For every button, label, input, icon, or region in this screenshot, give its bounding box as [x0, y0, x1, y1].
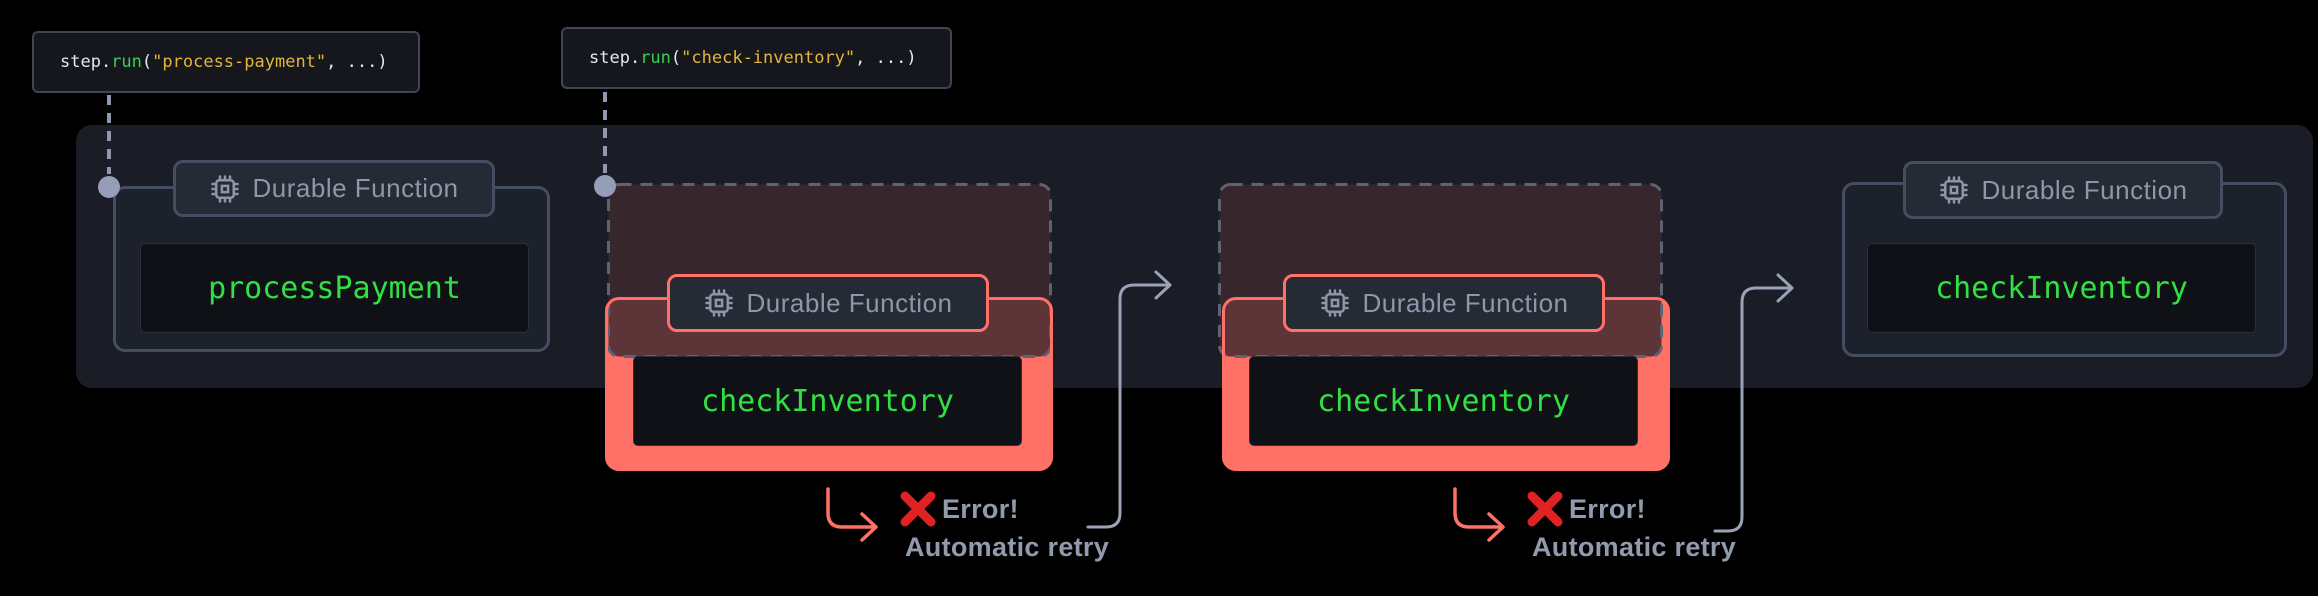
function-name: processPayment: [208, 270, 461, 306]
code-token: , ...): [855, 48, 917, 68]
error-label-1: Error!: [942, 494, 1019, 524]
cpu-chip-icon: [704, 289, 733, 317]
code-token: , ...): [326, 52, 388, 72]
badge-label: Durable Function: [1362, 287, 1569, 318]
error-arrow-2: [1453, 487, 1505, 542]
cpu-chip-icon: [210, 174, 239, 203]
durable-function-badge-2: Durable Function: [667, 274, 989, 332]
badge-label: Durable Function: [1981, 174, 2188, 205]
code-token: (: [670, 48, 682, 68]
error-label-2: Error!: [1569, 494, 1646, 524]
durable-function-badge-4: Durable Function: [1903, 161, 2223, 219]
cpu-chip-icon: [1939, 176, 1968, 204]
badge-label: Durable Function: [252, 173, 459, 203]
function-name: checkInventory: [1935, 270, 2188, 306]
cpu-chip-icon: [1320, 289, 1349, 317]
error-x-icon-1: [900, 491, 936, 527]
code-tooltip-process-payment: step.run("process-payment", ...): [32, 31, 420, 93]
function-name: checkInventory: [1317, 383, 1570, 419]
code-token: (: [141, 52, 153, 72]
code-token: step.: [589, 48, 641, 68]
function-name-box-3: checkInventory: [1249, 356, 1638, 446]
code-token-fn: run: [640, 48, 671, 68]
code-tooltip-check-inventory: step.run("check-inventory", ...): [561, 27, 952, 89]
code-token-fn: run: [111, 52, 142, 72]
function-name: checkInventory: [701, 383, 954, 419]
durable-function-badge-1: Durable Function: [173, 160, 495, 217]
function-name-box-2: checkInventory: [633, 356, 1022, 446]
error-arrow-1: [826, 487, 878, 542]
function-name-box-4: checkInventory: [1867, 243, 2256, 333]
function-name-box-1: processPayment: [140, 243, 529, 333]
error-x-icon-2: [1527, 491, 1563, 527]
automatic-retry-label-1: Automatic retry: [905, 532, 1110, 562]
badge-label: Durable Function: [746, 287, 953, 318]
code-token-string: "process-payment": [152, 52, 327, 72]
code-token-string: "check-inventory": [681, 48, 856, 68]
durable-function-badge-3: Durable Function: [1283, 274, 1605, 332]
automatic-retry-label-2: Automatic retry: [1532, 532, 1737, 562]
code-token: step.: [60, 52, 112, 72]
